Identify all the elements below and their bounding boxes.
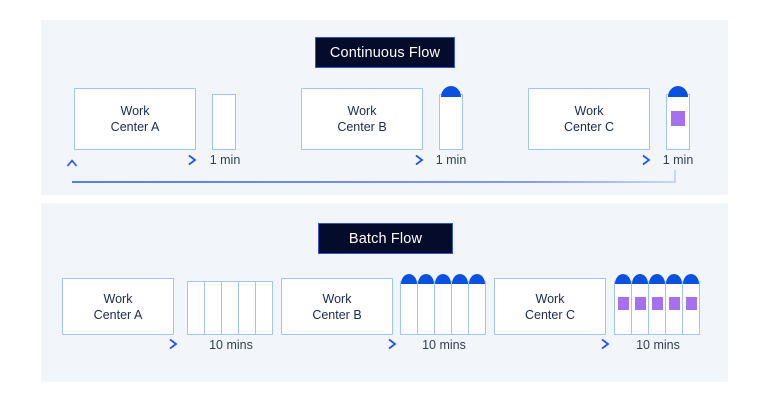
continuous-tube-group-c bbox=[666, 82, 690, 150]
tube-cap-icon bbox=[666, 274, 682, 284]
tube-label-icon bbox=[617, 297, 629, 310]
tube bbox=[417, 274, 435, 335]
continuous-arrow-b bbox=[303, 154, 424, 166]
continuous-arrow-a bbox=[76, 154, 197, 166]
tube bbox=[439, 86, 463, 150]
label-line-2: Center C bbox=[563, 120, 615, 134]
tube bbox=[238, 281, 256, 335]
batch-work-center-a-box: Work Center A bbox=[62, 278, 174, 335]
tube bbox=[187, 281, 205, 335]
label-line-1: Work bbox=[322, 291, 352, 306]
label-line-2: Center C bbox=[524, 307, 576, 322]
label-line-2: Center B bbox=[337, 120, 387, 134]
continuous-work-center-c-box: Work Center C bbox=[528, 88, 650, 150]
batch-tube-group-b bbox=[400, 271, 486, 335]
continuous-work-center-a-label: Work Center A bbox=[111, 103, 160, 135]
tube bbox=[255, 281, 273, 335]
tube bbox=[682, 274, 700, 335]
batch-arrow-a bbox=[73, 338, 178, 350]
batch-arrow-b bbox=[292, 338, 397, 350]
continuous-work-center-a-box: Work Center A bbox=[74, 88, 196, 150]
tube-label-icon bbox=[668, 297, 680, 310]
batch-flow-row: Work Center A 10 mins Work bbox=[0, 268, 768, 378]
label-line-1: Work bbox=[574, 104, 604, 118]
tube-cap-icon bbox=[441, 86, 461, 97]
tube-label-icon bbox=[634, 297, 646, 310]
tube bbox=[648, 274, 666, 335]
tube bbox=[204, 281, 222, 335]
total-cycle-bracket bbox=[66, 159, 676, 183]
tube-cap-icon bbox=[683, 274, 699, 284]
label-line-2: Center A bbox=[93, 307, 143, 322]
tube bbox=[221, 281, 239, 335]
batch-tube-group-a bbox=[187, 278, 273, 335]
batch-work-center-c-box: Work Center C bbox=[494, 278, 606, 335]
tube bbox=[451, 274, 469, 335]
continuous-duration-a: 1 min bbox=[209, 153, 241, 167]
tube-label-icon bbox=[685, 297, 697, 310]
batch-work-center-a-label: Work Center A bbox=[94, 291, 143, 323]
continuous-duration-c: 1 min bbox=[662, 153, 694, 167]
tube-label-icon bbox=[671, 111, 685, 126]
continuous-work-center-b-label: Work Center B bbox=[337, 103, 386, 135]
tube-cap-icon bbox=[615, 274, 631, 284]
continuous-work-center-c-label: Work Center C bbox=[564, 103, 614, 135]
tube-cap-icon bbox=[469, 274, 485, 284]
continuous-flow-title-badge: Continuous Flow bbox=[315, 37, 455, 68]
batch-duration-b: 10 mins bbox=[422, 338, 466, 352]
tube-cap-icon bbox=[418, 274, 434, 284]
tube bbox=[400, 274, 418, 335]
label-line-2: Center B bbox=[312, 307, 362, 322]
batch-work-center-b-label: Work Center B bbox=[312, 291, 361, 323]
continuous-duration-b: 1 min bbox=[435, 153, 467, 167]
tube-cap-icon bbox=[632, 274, 648, 284]
tube bbox=[666, 86, 690, 150]
tube bbox=[212, 94, 236, 150]
tube-cap-icon bbox=[401, 274, 417, 284]
label-line-2: Center A bbox=[110, 120, 160, 134]
continuous-tube-group-a bbox=[212, 88, 236, 150]
continuous-flow-row: Work Center A 1 min Work Center B bbox=[0, 80, 768, 190]
batch-duration-c: 10 mins bbox=[636, 338, 680, 352]
batch-duration-a: 10 mins bbox=[209, 338, 253, 352]
tube bbox=[665, 274, 683, 335]
batch-arrow-c bbox=[505, 338, 610, 350]
tube-cap-icon bbox=[452, 274, 468, 284]
label-line-1: Work bbox=[103, 291, 133, 306]
tube-cap-icon bbox=[435, 274, 451, 284]
tube bbox=[468, 274, 486, 335]
batch-flow-title-badge: Batch Flow bbox=[318, 223, 453, 254]
tube bbox=[434, 274, 452, 335]
continuous-arrow-c bbox=[530, 154, 651, 166]
label-line-1: Work bbox=[535, 291, 565, 306]
tube bbox=[614, 274, 632, 335]
batch-tube-group-c bbox=[614, 271, 700, 335]
tube-cap-icon bbox=[668, 86, 688, 97]
batch-work-center-c-label: Work Center C bbox=[525, 291, 575, 323]
continuous-work-center-b-box: Work Center B bbox=[301, 88, 423, 150]
tube-label-icon bbox=[651, 297, 663, 310]
batch-work-center-b-box: Work Center B bbox=[281, 278, 393, 335]
tube bbox=[631, 274, 649, 335]
label-line-1: Work bbox=[347, 104, 377, 118]
label-line-1: Work bbox=[120, 104, 150, 118]
continuous-tube-group-b bbox=[439, 82, 463, 150]
tube-cap-icon bbox=[649, 274, 665, 284]
